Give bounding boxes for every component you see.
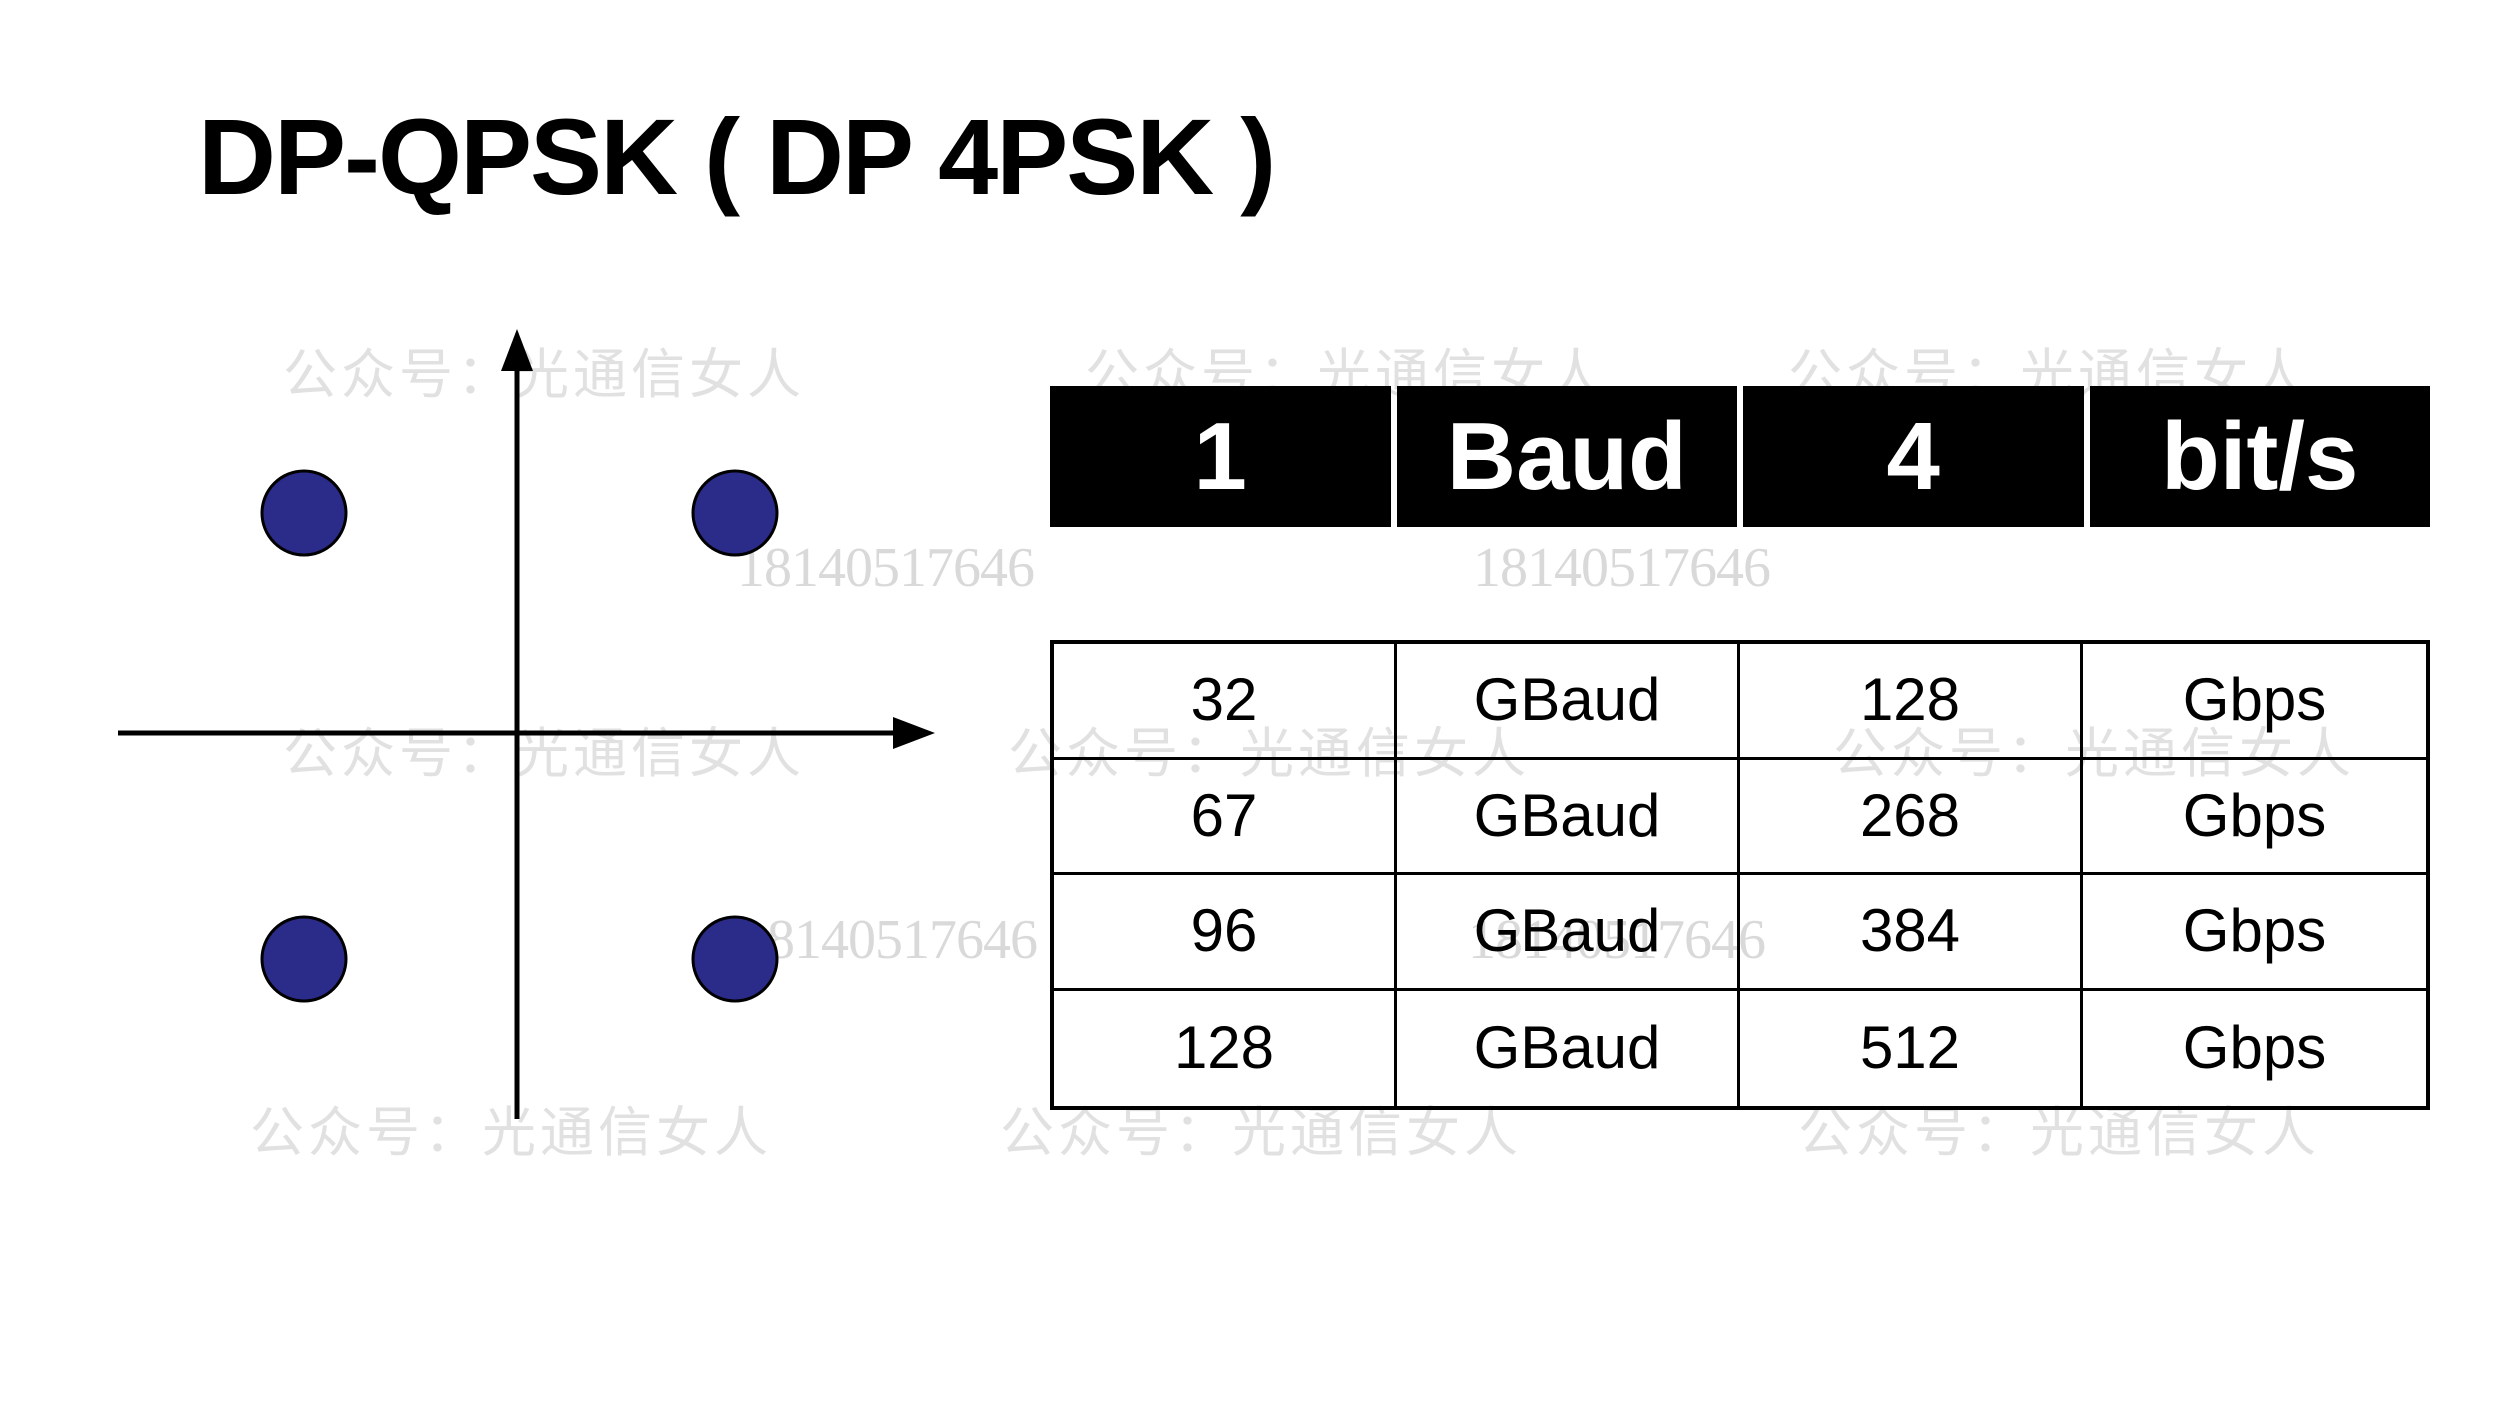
constellation-point-lower-right	[691, 915, 779, 1003]
rate-header-cell: 4	[1743, 386, 2084, 527]
rate-cell: 512	[1740, 990, 2083, 1106]
rate-cell: 67	[1054, 759, 1397, 875]
rate-cell: 128	[1054, 990, 1397, 1106]
q-axis-arrowhead-icon	[501, 329, 533, 371]
rate-cell: 268	[1740, 759, 2083, 875]
rate-cell: Gbps	[2182, 1014, 2327, 1082]
rate-header-cell: 1	[1050, 386, 1391, 527]
constellation-point-upper-right	[691, 469, 779, 557]
rate-cell: GBaud	[1397, 759, 1740, 875]
rate-cell: 96	[1054, 875, 1397, 991]
constellation-point-upper-left	[260, 469, 348, 557]
rate-cell: GBaud	[1397, 875, 1740, 991]
page-title: DP-QPSK ( DP 4PSK )	[198, 96, 1276, 217]
rate-cell: 128	[1740, 644, 2083, 760]
rate-header-cell: bit/s	[2089, 386, 2430, 527]
rate-cell: Gbps	[2083, 760, 2426, 875]
rate-cell: Gbps	[2083, 875, 2426, 991]
rate-cell: GBaud	[1397, 990, 1740, 1106]
rate-header-cell: Baud	[1396, 386, 1737, 527]
rate-cell: Gbps	[2083, 644, 2426, 760]
rate-cell: 384	[1740, 875, 2083, 991]
rate-cell: 32	[1054, 644, 1397, 760]
i-axis-arrowhead-icon	[893, 717, 935, 749]
constellation-point-lower-left	[260, 915, 348, 1003]
constellation-dots	[260, 469, 779, 1003]
rate-cell: GBaud	[1397, 644, 1740, 760]
